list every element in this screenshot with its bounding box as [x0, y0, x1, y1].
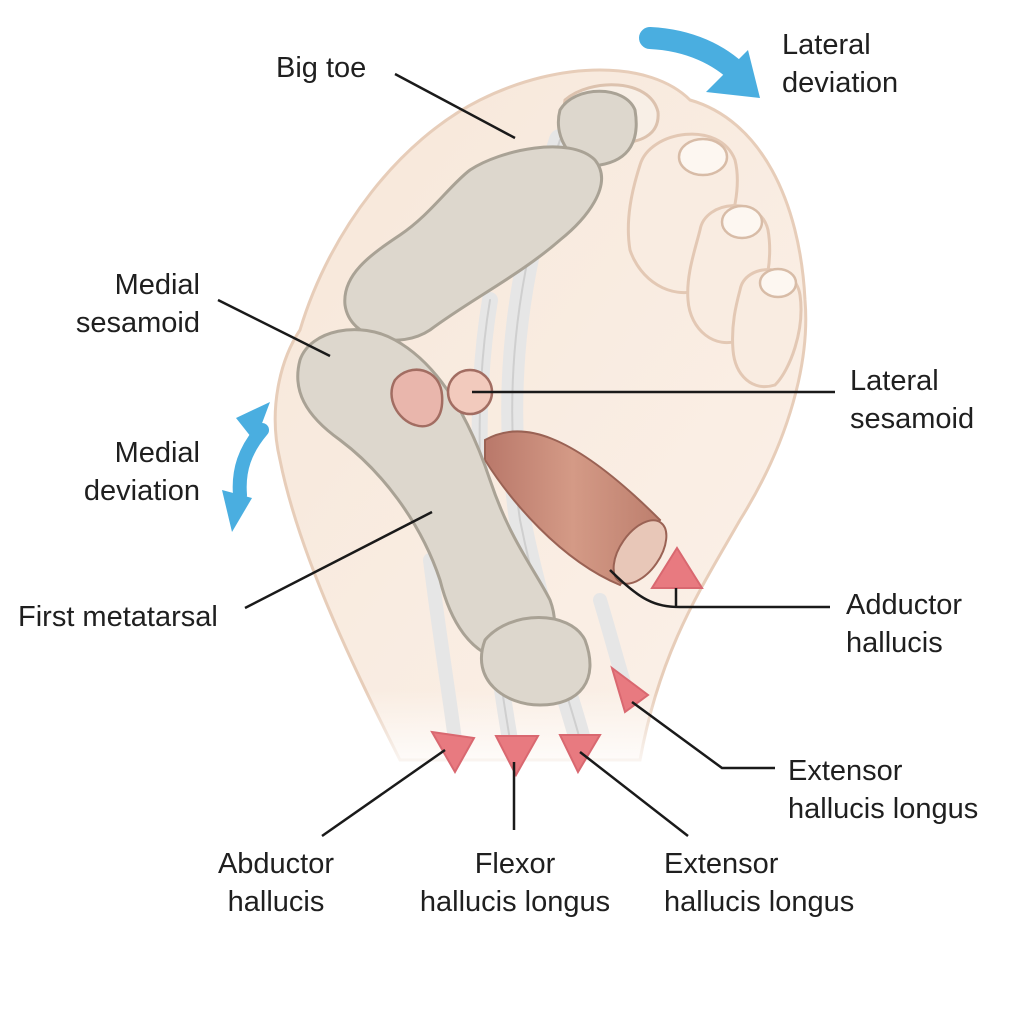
flexor-line-2: hallucis longus [419, 886, 611, 918]
leader-medial-sesamoid [217, 298, 331, 358]
abductor-hallucis-label: Abductor hallucis [196, 845, 356, 921]
sesamoids [390, 368, 494, 428]
leader-first-metatarsal [244, 510, 433, 610]
flexor-force-arrow-icon [494, 735, 540, 778]
leader-abductor [321, 748, 446, 838]
medial-sesamoid-line-1: Medial [114, 269, 200, 301]
first-metatarsal-label: First metatarsal [18, 598, 218, 636]
abductor-hallucis-line-2: hallucis [227, 886, 325, 918]
extensor-bottom-line-2: hallucis longus [664, 886, 855, 918]
adductor-hallucis-muscle [484, 430, 668, 587]
leader-extensor-bottom [579, 751, 689, 837]
medial-deviation-line-2: deviation [83, 475, 200, 507]
lateral-sesamoid-line-1: Lateral [850, 365, 939, 397]
extensor-right-line-1: Extensor [788, 755, 903, 787]
extensor-right-force-arrow-icon [610, 665, 650, 714]
flexor-hallucis-longus-label: Flexor hallucis longus [405, 845, 625, 921]
medial-sesamoid-bone [390, 368, 444, 428]
extensor-hallucis-longus-right-label: Extensor hallucis longus [788, 752, 978, 828]
flexor-line-1: Flexor [474, 848, 556, 880]
leader-big-toe [394, 72, 516, 140]
leader-extensor-right [631, 700, 775, 770]
proximal-phalanx [343, 145, 603, 342]
lateral-sesamoid-line-2: sesamoid [850, 403, 975, 435]
big-toe-text: Big toe [276, 52, 367, 84]
leader-lines [217, 72, 835, 838]
extensor-bottom-line-1: Extensor [664, 848, 779, 880]
medial-cuneiform [479, 616, 592, 707]
bones [296, 89, 638, 707]
first-metatarsal-text: First metatarsal [18, 601, 218, 633]
adductor-hallucis-line-1: Adductor [846, 589, 963, 621]
lateral-deviation-line-1: Lateral [782, 29, 871, 61]
medial-sesamoid-label: Medial sesamoid [40, 266, 200, 342]
lateral-sesamoid-label: Lateral sesamoid [850, 362, 974, 438]
lateral-deviation-label: Lateral deviation [782, 26, 898, 102]
extensor-right-line-2: hallucis longus [788, 793, 979, 825]
leader-adductor-hallucis [609, 569, 830, 609]
big-toe-label: Big toe [276, 49, 366, 87]
extensor-hallucis-longus-bottom-label: Extensor hallucis longus [664, 845, 854, 921]
adductor-hallucis-label: Adductor hallucis [846, 586, 962, 662]
medial-sesamoid-line-2: sesamoid [75, 307, 200, 339]
adductor-hallucis-line-2: hallucis [846, 627, 943, 659]
lateral-deviation-line-2: deviation [782, 67, 899, 99]
medial-deviation-label: Medial deviation [40, 434, 200, 510]
lesser-toe-nails [677, 137, 798, 299]
medial-deviation-line-1: Medial [114, 437, 200, 469]
lateral-deviation-arrow-icon [639, 27, 760, 98]
medial-deviation-arrow-icon [222, 402, 270, 532]
abductor-hallucis-line-1: Abductor [217, 848, 335, 880]
